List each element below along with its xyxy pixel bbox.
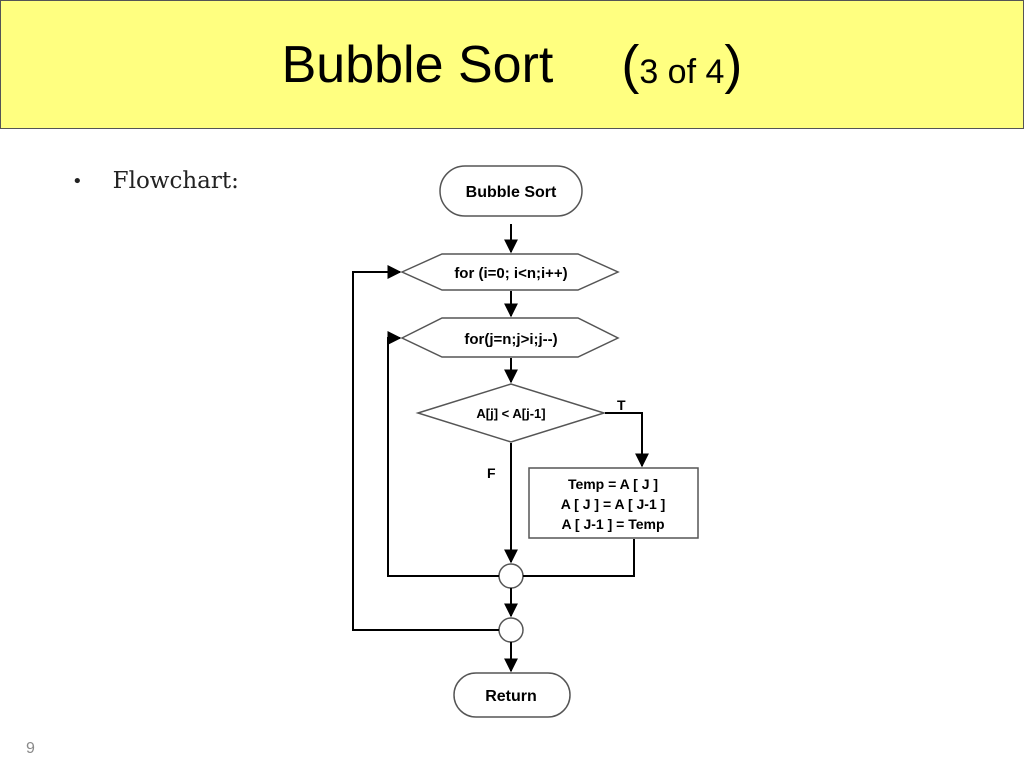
outer-connector [498,617,524,643]
start-label: Bubble Sort [466,184,557,201]
inner-loop-node: for(j=n;j>i;j--) [400,317,620,358]
slide-subtitle: (3 of 4) [621,34,742,96]
bullet-icon: • [72,170,83,192]
page-number: 9 [26,740,35,757]
line-swap-to-connector [523,539,635,577]
inner-loop-label: for(j=n;j>i;j--) [464,331,557,348]
slide-title: Bubble Sort [281,35,554,94]
end-node: Return [453,672,571,718]
arrow-inner-loop-back [387,331,499,577]
outer-loop-node: for (i=0; i<n;i++) [400,253,620,291]
swap-line-2: A [ J ] = A [ J-1 ] [561,496,666,512]
arrow-true-branch [605,412,649,468]
condition-node: A[j] < A[j-1] [415,383,607,443]
true-label: T [617,397,626,413]
bullet-label: Flowchart: [112,168,239,194]
inner-connector [498,563,524,589]
title-bar: Bubble Sort (3 of 4) [0,0,1024,129]
subtitle-text: 3 of 4 [639,52,725,91]
end-label: Return [485,688,537,705]
subtitle-close-paren: ) [724,34,743,95]
false-label: F [487,465,496,481]
arrow-outer-loop-back [352,265,499,631]
swap-node: Temp = A [ J ] A [ J ] = A [ J-1 ] A [ J… [528,467,699,539]
flow-lines [352,224,649,673]
swap-line-1: Temp = A [ J ] [568,476,658,492]
bullet-item: • Flowchart: [72,168,239,194]
subtitle-open-paren: ( [621,34,640,95]
condition-label: A[j] < A[j-1] [476,406,545,421]
swap-line-3: A [ J-1 ] = Temp [561,516,664,532]
outer-loop-label: for (i=0; i<n;i++) [454,265,567,282]
start-node: Bubble Sort [439,165,583,217]
